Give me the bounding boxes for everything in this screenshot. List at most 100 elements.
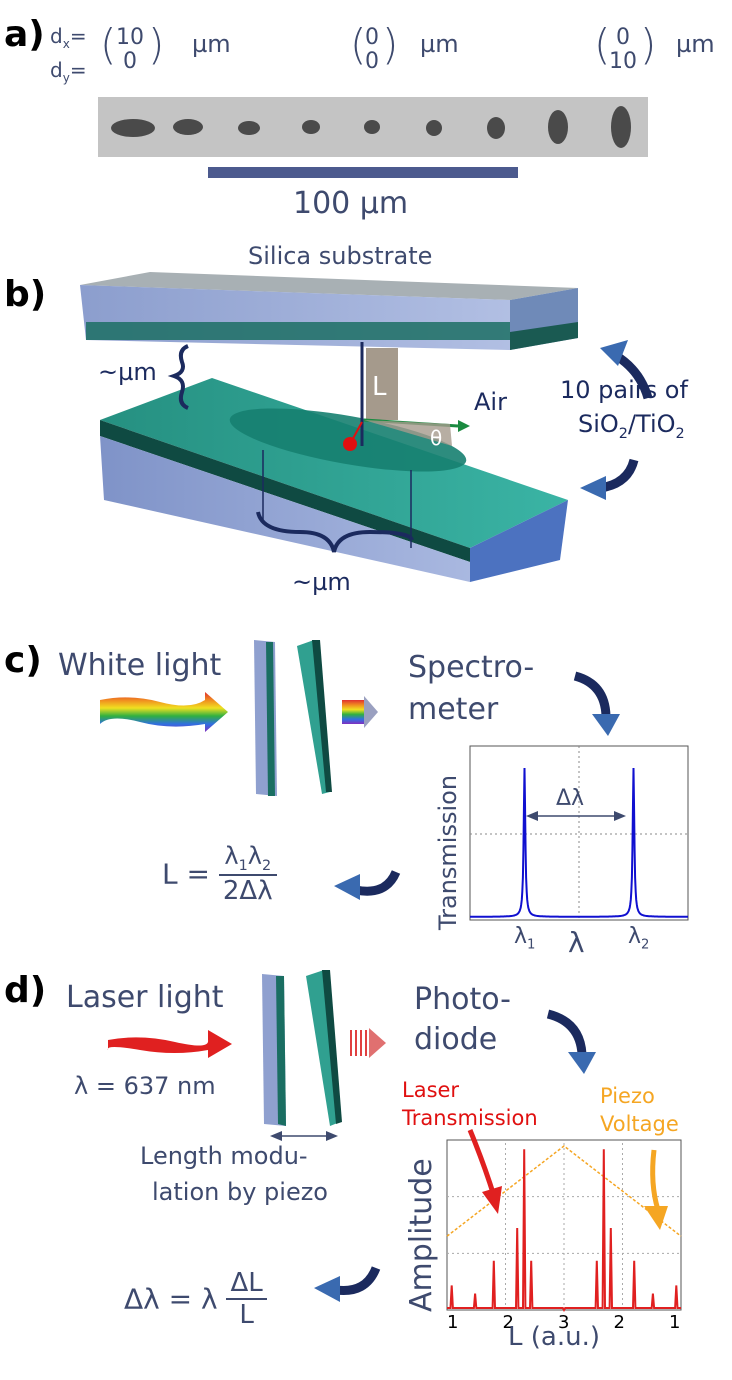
upper-mirror-layers [86,322,510,340]
droplet-2 [173,119,203,135]
vector-2-left-paren: ( [350,20,367,69]
pairs-label-line2: SiO2/TiO2 [578,410,685,442]
formula-c-arrow-head [334,874,360,900]
transmitted-beam-d [350,1028,386,1058]
length-bar [366,348,398,420]
upper-mirror-side [510,322,578,350]
formula-d: Δλ = λ ΔL L [124,1268,267,1330]
photodiode-label-line1: Photo- [414,982,511,1017]
piezo-pointer-arrow [650,1149,661,1211]
lower-mirror-top [100,378,568,548]
dy-label: dy= [50,58,87,85]
lower-mirror-front [100,420,470,562]
droplet-6 [426,120,442,136]
unit-1: µm [192,30,231,58]
mod-arrow-left-head [270,1131,282,1141]
amplitude-ylabel: Amplitude [404,1158,439,1312]
gap-label: ~µm [98,358,157,386]
dx-label: dx= [50,24,87,51]
modulation-label-line2: lation by piezo [152,1178,328,1206]
width-brace [256,511,414,553]
spectrum-ylabel: Transmission [434,774,462,930]
droplet-3 [238,121,260,135]
spectrometer-label-line2: meter [408,692,499,727]
scale-bar [208,167,518,178]
vector-3-right-paren: ) [640,20,657,69]
spectrum-delta-label: Δλ [556,786,585,811]
upper-substrate-top [80,272,578,300]
white-light-beam [100,692,228,732]
vector-2-right-paren: ) [382,20,399,69]
wavelength-label: λ = 637 nm [74,1072,216,1100]
vector-1-right-paren: ) [148,20,165,69]
cavity-c [254,640,332,796]
cavity-sketch [80,272,653,582]
amplitude-xtick: 2 [502,1312,514,1333]
lower-substrate-front [100,436,470,582]
panel-b-label: b) [4,274,47,315]
piezo-voltage-label-line1: Piezo [600,1084,655,1108]
unit-2: µm [420,30,459,58]
pairs-arrow-down-head [580,476,606,500]
droplets [111,106,631,148]
substrate-label: Silica substrate [248,242,433,270]
amplitude-xtick: 3 [558,1312,570,1333]
amplitude-plot [446,1145,682,1312]
modulation-label-line1: Length modu- [140,1142,308,1170]
pairs-label-line1: 10 pairs of [560,376,688,404]
theta-wedge [364,420,452,446]
droplet-5 [364,120,380,134]
piezo-pointer-head [644,1206,668,1230]
laser-beam [107,1030,232,1058]
length-label: L [372,372,387,402]
theta-label: θ [430,426,443,450]
droplet-4 [302,120,320,134]
transmitted-beam-c [342,696,378,728]
spectrum-series-line [470,767,688,918]
gap-brace [167,344,189,410]
droplet-9 [611,106,631,148]
unit-3: µm [676,30,715,58]
piezo-voltage-line [446,1145,682,1237]
droplet-7 [487,117,505,139]
mod-arrow-right-head [326,1131,338,1141]
formula-d-arrow-head [314,1276,340,1302]
formula-d-arrow [335,1266,381,1296]
panel-c-label: c) [4,640,42,681]
spectrometer-label-line1: Spectro- [408,650,535,685]
pairs-arrow-up-head [600,340,628,366]
spectrum-plot [470,767,688,918]
white-light-label: White light [58,648,222,683]
laser-transmission-label-line2: Transmission [402,1106,538,1130]
vector-3-left-paren: ( [594,20,611,69]
emitter-stick [349,421,363,445]
panel-a-label: a) [4,14,45,55]
cavity-d [262,970,342,1126]
piezo-voltage-label-line2: Voltage [600,1112,679,1136]
spectrum-tick-lambda1: λ1 [514,924,536,953]
delta-arrow-right-head [614,811,626,821]
formula-c-arrow [355,870,401,896]
photodiode-arrow-head [568,1052,596,1074]
droplet-8 [548,110,568,144]
amplitude-xtick: 1 [669,1312,681,1333]
laser-light-label: Laser light [66,980,224,1015]
spectrometer-arrow-head [592,714,620,736]
width-label: ~µm [292,568,351,596]
theta-arrow-head [458,420,470,432]
laser-transmission-line [447,1149,681,1312]
scale-bar-label: 100 µm [293,186,409,221]
amplitude-grid [447,1140,681,1310]
spectrum-xlabel: λ [568,926,585,959]
amplitude-xtick: 2 [613,1312,625,1333]
amplitude-xlabel: L (a.u.) [508,1322,600,1352]
lower-substrate-side [470,500,568,582]
photodiode-label-line2: diode [414,1022,498,1057]
air-label: Air [474,388,507,416]
spectrum-chart [469,745,689,921]
panel-d-label: d) [4,970,47,1011]
